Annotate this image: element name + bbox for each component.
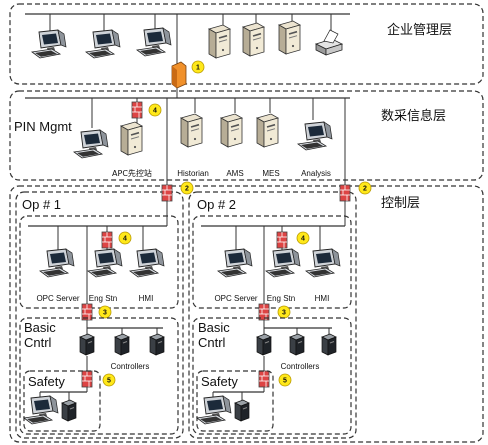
opc-server-label: OPC Server [36,294,79,303]
workstation-icon [73,129,109,159]
badge [148,103,162,117]
badge [102,373,116,387]
enterprise-layer-label: 企业管理层 [387,22,452,38]
server-tower-icon [180,113,203,148]
op2-basic-zone [192,317,352,435]
basic1-label-2: Cntrl [24,335,52,350]
apc-label: APC先控站 [112,168,152,178]
badge-number: 3 [103,310,107,317]
workstation-icon [305,248,341,278]
controller-icon [79,333,95,356]
server-tower-icon [208,24,231,59]
workstation-icon [196,395,232,425]
badge-number: 4 [153,108,157,115]
badge [98,305,112,319]
workstation-icon [39,248,75,278]
badge-number: 4 [301,236,305,243]
controller-icon [321,333,337,356]
safety2-label: Safety [201,374,238,389]
server-tower-icon [256,113,279,148]
op1-zone [15,191,184,439]
enterprise-firewall [171,61,187,89]
workstation-icon [23,395,59,425]
server-tower-icon [120,121,143,156]
mes-label: MES [262,169,279,178]
workstation-icon [217,248,253,278]
firewall-icon [101,231,113,249]
badge-number: 5 [107,378,111,385]
badge [180,181,194,195]
badge [118,231,132,245]
workstation-icon [31,29,67,59]
basic2-label-1: Basic [198,320,230,335]
hmi-label: HMI [315,294,330,303]
op2-station-zone [192,215,352,309]
opc-server-label: OPC Server [214,294,257,303]
badge [358,181,372,195]
controller-icon [289,333,305,356]
workstation-icon [85,29,121,59]
badge-number: 4 [123,236,127,243]
server-tower-icon [242,22,265,57]
op1-label: Op # 1 [22,197,61,212]
op1-basic-zone [19,317,179,435]
workstation-icon [136,27,172,57]
control-layer-zone [9,185,484,443]
historian-label: Historian [177,169,209,178]
data-acquisition-layer-zone [9,90,484,181]
workstation-icon [87,248,123,278]
safety1-label: Safety [28,374,65,389]
badge [278,373,292,387]
basic1-label-1: Basic [24,320,56,335]
badge-number: 2 [363,186,367,193]
firewall-icon [276,231,288,249]
analysis-label: Analysis [301,169,331,178]
op1-station-zone [19,215,179,309]
badge-number: 2 [185,186,189,193]
op2-safety-zone [196,370,274,432]
firewall-icon [339,184,351,202]
firewall-icon [258,370,270,388]
badge [191,60,205,74]
controller-icon [114,333,130,356]
badge-number: 5 [283,378,287,385]
controllers-label: Controllers [281,362,320,371]
hmi-label: HMI [139,294,154,303]
pin-mgmt-label: PIN Mgmt [14,119,72,134]
op1-safety-zone [23,370,101,432]
server-tower-icon [278,20,301,55]
controller-icon [256,333,272,356]
ams-label: AMS [226,169,243,178]
data-acquisition-layer-label: 数采信息层 [381,108,446,124]
control-layer-label: 控制层 [381,196,420,211]
workstation-icon [297,121,333,151]
server-tower-icon [220,113,243,148]
op2-zone [188,191,357,439]
firewall-icon [161,184,173,202]
firewall-icon [131,101,143,119]
controller-icon [61,399,77,422]
controller-icon [149,333,165,356]
firewall-icon [81,370,93,388]
controller-icon [234,399,250,422]
controllers-label: Controllers [111,362,150,371]
workstation-icon [129,248,165,278]
badge [296,231,310,245]
op2-label: Op # 2 [197,197,236,212]
workstation-icon [265,248,301,278]
printer-icon [315,29,343,56]
badge-number: 1 [196,65,200,72]
badge-number: 3 [282,310,286,317]
basic2-label-2: Cntrl [198,335,226,350]
enterprise-layer-zone [9,3,484,85]
eng-stn-label: Eng Stn [267,294,295,303]
eng-stn-label: Eng Stn [89,294,117,303]
